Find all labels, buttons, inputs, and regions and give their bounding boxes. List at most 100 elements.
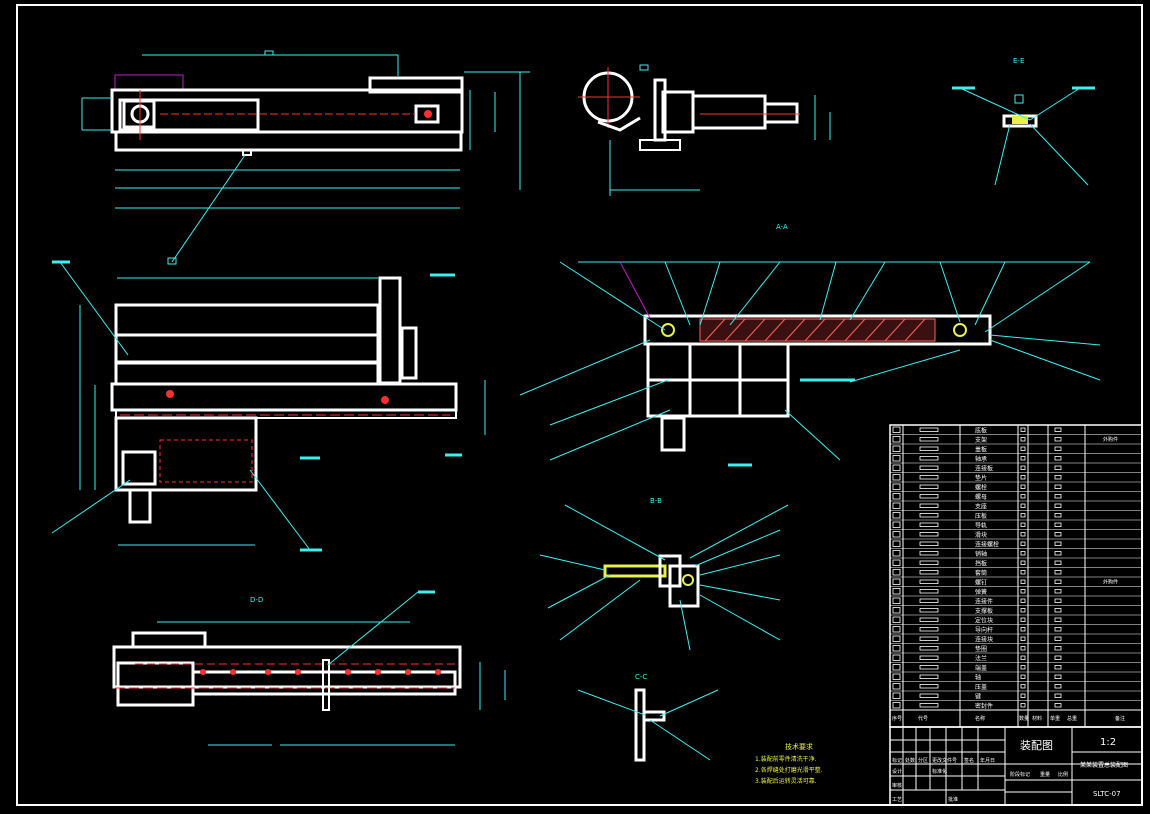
- sign-row-count: 处数: [905, 757, 915, 764]
- parts-row-material-box: [1054, 655, 1062, 660]
- parts-row-qty-box: [1020, 674, 1026, 679]
- section-c-c: C-C: [577, 673, 719, 762]
- drawing-scale: 1:2: [1100, 737, 1116, 748]
- sign-row-stage: 阶段标记: [1010, 771, 1030, 778]
- parts-row-number-box: [892, 436, 901, 443]
- sign-row-approve: 批准: [948, 796, 958, 803]
- sign-row-sign: 签名: [964, 757, 974, 764]
- parts-row-name: 弹簧: [975, 588, 987, 596]
- sign-row-weight: 重量: [1040, 771, 1050, 778]
- sign-row-standard: 标准化: [932, 768, 947, 775]
- parts-row-name: 轴: [975, 674, 981, 682]
- parts-row-code-box: [919, 484, 939, 489]
- parts-row-code-box: [919, 703, 939, 708]
- parts-row-qty-box: [1020, 503, 1026, 508]
- header-material: 材料: [1032, 715, 1042, 722]
- parts-row-remark: 外购件: [1103, 436, 1118, 443]
- parts-row-number-box: [892, 645, 901, 652]
- parts-row-code-box: [919, 532, 939, 537]
- parts-row-qty-box: [1020, 532, 1026, 537]
- parts-row-number-box: [892, 502, 901, 509]
- parts-row-qty-box: [1020, 655, 1026, 660]
- parts-row-number-box: [892, 683, 901, 690]
- parts-row-material-box: [1054, 551, 1062, 556]
- parts-row-name: 连接块: [975, 636, 993, 644]
- parts-row-code-box: [919, 627, 939, 632]
- parts-row-material-box: [1054, 703, 1062, 708]
- parts-row-name: 盖板: [975, 446, 987, 454]
- parts-row-qty-box: [1020, 589, 1026, 594]
- parts-row-code-box: [919, 465, 939, 470]
- parts-row-material-box: [1054, 522, 1062, 527]
- section-d-d-label: D-D: [250, 596, 263, 604]
- section-a-a: A-A: [519, 223, 1101, 467]
- parts-row-material-box: [1054, 608, 1062, 613]
- parts-row-number-box: [892, 597, 901, 604]
- parts-row-qty-box: [1020, 684, 1026, 689]
- parts-row-code-box: [919, 551, 939, 556]
- parts-row-qty-box: [1020, 541, 1026, 546]
- parts-row-number-box: [892, 493, 901, 500]
- plan-view-left: [51, 260, 486, 552]
- parts-row-code-box: [919, 503, 939, 508]
- parts-row-number-box: [892, 626, 901, 633]
- sign-row-ratio: 比例: [1058, 771, 1068, 778]
- parts-row-name: 密封件: [975, 702, 993, 710]
- parts-row-number-box: [892, 426, 901, 433]
- parts-row-code-box: [919, 693, 939, 698]
- parts-row-name: 底板: [975, 427, 987, 435]
- section-d-d: D-D: [112, 590, 506, 746]
- parts-row-qty-box: [1020, 703, 1026, 708]
- parts-row-number-box: [892, 664, 901, 671]
- parts-row-code-box: [919, 617, 939, 622]
- parts-row-code-box: [919, 437, 939, 442]
- parts-row-number-box: [892, 578, 901, 585]
- parts-row-code-box: [919, 589, 939, 594]
- sign-row-design: 设计: [892, 768, 902, 775]
- parts-row-material-box: [1054, 513, 1062, 518]
- parts-row-number-box: [892, 512, 901, 519]
- parts-row-qty-box: [1020, 617, 1026, 622]
- parts-row-code-box: [919, 494, 939, 499]
- header-name: 名称: [975, 715, 985, 722]
- parts-row-number-box: [892, 635, 901, 642]
- parts-row-material-box: [1054, 589, 1062, 594]
- parts-row-qty-box: [1020, 427, 1026, 432]
- parts-row-number-box: [892, 483, 901, 490]
- parts-row-qty-box: [1020, 437, 1026, 442]
- parts-row-name: 螺栓: [975, 484, 987, 492]
- parts-row-qty-box: [1020, 646, 1026, 651]
- title-block: 装配图 1:2 某某装置总装配图 SLTC-07 标记 处数 分区 更改文件号 …: [889, 726, 1143, 806]
- parts-row-qty-box: [1020, 446, 1026, 451]
- parts-row-number-box: [892, 616, 901, 623]
- parts-row-name: 连接板: [975, 465, 993, 473]
- parts-row-name: 螺母: [975, 493, 987, 501]
- sign-row-mark: 标记: [892, 757, 902, 764]
- parts-row-name: 支撑板: [975, 607, 993, 615]
- parts-row-code-box: [919, 560, 939, 565]
- parts-row-material-box: [1054, 636, 1062, 641]
- parts-row-material-box: [1054, 465, 1062, 470]
- parts-list-table: [889, 424, 1143, 728]
- parts-row-name: 键: [975, 693, 981, 701]
- parts-row-qty-box: [1020, 456, 1026, 461]
- section-e-e: E-E: [952, 57, 1095, 186]
- parts-row-name: 支座: [975, 503, 987, 511]
- parts-row-qty-box: [1020, 513, 1026, 518]
- sign-row-zone: 分区: [918, 757, 928, 764]
- parts-row-name: 连接螺栓: [975, 541, 999, 549]
- header-no: 序号: [892, 715, 902, 722]
- parts-row-code-box: [919, 684, 939, 689]
- parts-row-material-box: [1054, 617, 1062, 622]
- section-b-b-label: B-B: [650, 497, 662, 505]
- side-view-top: [578, 64, 831, 196]
- parts-row-number-box: [892, 550, 901, 557]
- parts-row-name: 螺钉: [975, 579, 987, 587]
- parts-row-code-box: [919, 513, 939, 518]
- parts-list-header: 序号 代号 名称 数量 材料 单重 总重 备注: [890, 709, 1142, 722]
- notes-title: 技术要求: [785, 742, 813, 751]
- header-qty: 数量: [1019, 715, 1029, 722]
- parts-row-material-box: [1054, 446, 1062, 451]
- parts-row-code-box: [919, 579, 939, 584]
